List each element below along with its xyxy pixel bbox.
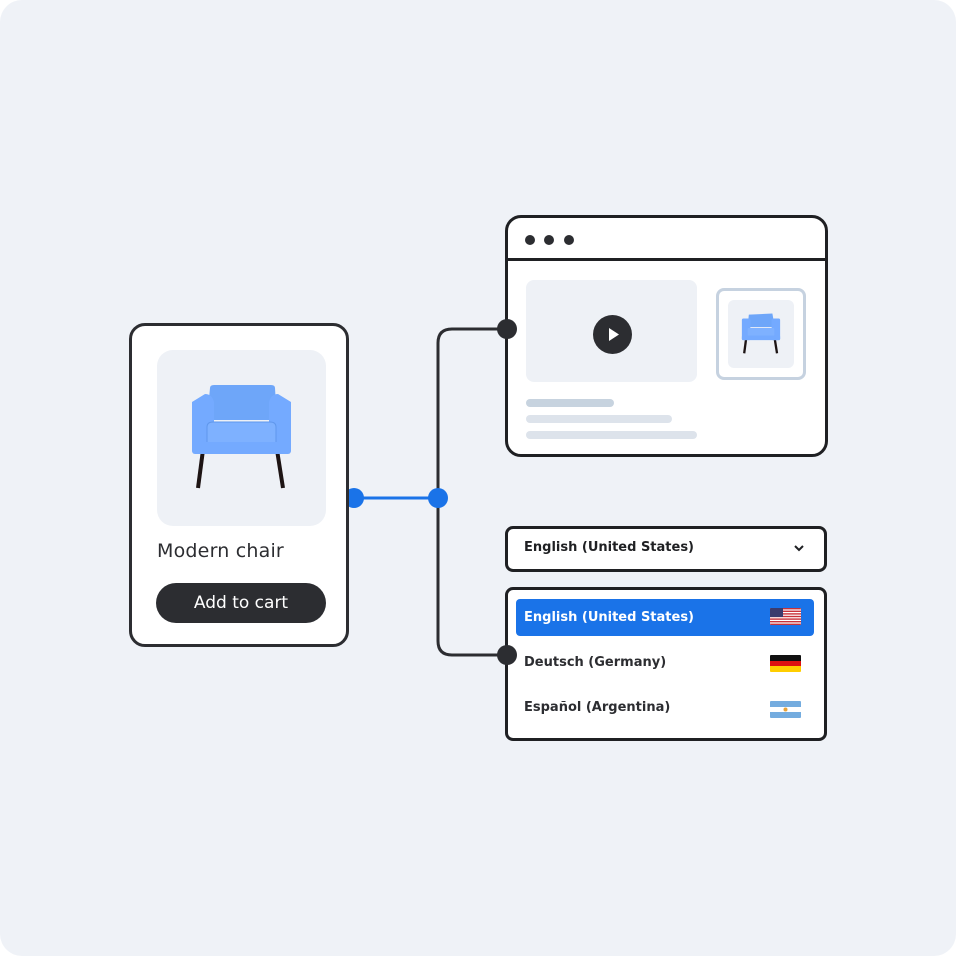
browser-titlebar-divider [505, 258, 828, 261]
skeleton-line [526, 431, 697, 439]
chevron-down-icon[interactable] [793, 544, 805, 553]
product-image [157, 350, 326, 526]
language-option-label[interactable]: English (United States) [524, 610, 695, 625]
us-flag-icon [770, 608, 801, 625]
thumbnail-image [728, 300, 794, 368]
de-flag-icon [770, 655, 801, 672]
skeleton-line [526, 399, 614, 407]
connector-node-blue [344, 488, 364, 508]
skeleton-line [526, 415, 672, 423]
chair-icon [192, 385, 291, 489]
language-select[interactable] [505, 526, 827, 572]
window-dot-icon [564, 235, 574, 245]
language-option-label[interactable]: Deutsch (Germany) [524, 655, 667, 670]
window-dot-icon [525, 235, 535, 245]
connector-node-blue [428, 488, 448, 508]
chair-icon [741, 313, 781, 354]
window-dot-icon [544, 235, 554, 245]
play-icon[interactable] [593, 315, 632, 354]
language-option-active[interactable] [516, 599, 814, 636]
add-to-cart-button[interactable]: Add to cart [156, 583, 326, 623]
language-select-value: English (United States) [524, 540, 695, 555]
language-option-label[interactable]: Español (Argentina) [524, 700, 671, 715]
ar-flag-icon [770, 701, 801, 718]
product-title: Modern chair [157, 540, 284, 562]
